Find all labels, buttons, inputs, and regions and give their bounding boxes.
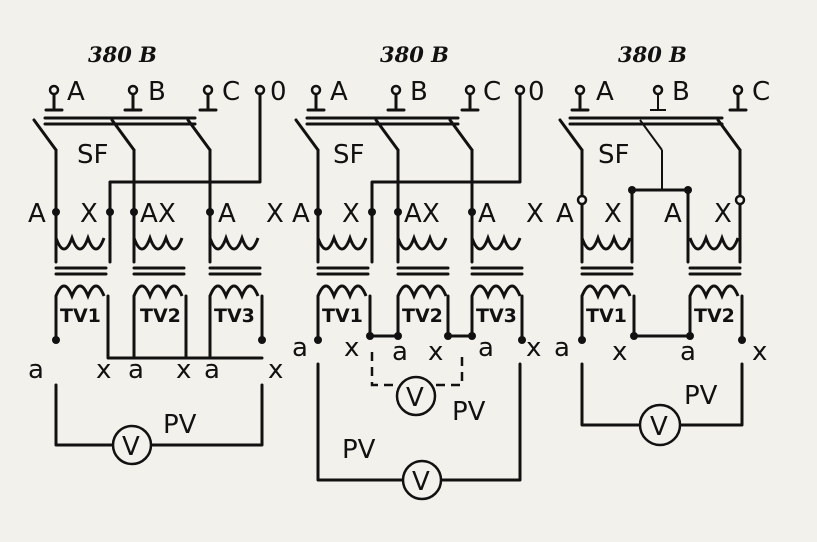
voltmeter-label: PV (684, 381, 718, 411)
voltmeter (395, 375, 437, 417)
secondary-start-label: a (292, 333, 308, 363)
circuit-1: 380 В A B C 0 SF (28, 42, 287, 466)
voltmeter (401, 459, 443, 501)
primary-end-label: X (604, 199, 622, 229)
phase-a-label: A (330, 77, 348, 107)
secondary-start-label: a (680, 337, 696, 367)
transformer-label: TV1 (60, 305, 101, 327)
voltmeter-symbol: V (122, 432, 140, 462)
circuit-breaker (32, 116, 212, 152)
secondary-start-label: a (392, 337, 408, 367)
terminal-b (123, 84, 143, 112)
secondary-end-label: x (752, 337, 767, 367)
primary-end-label: X (158, 199, 176, 229)
primary-start-label: A (218, 199, 236, 229)
transformer: TV2 (396, 233, 450, 327)
primary-start-label: A (664, 199, 682, 229)
terminal-b (650, 84, 666, 111)
terminal-a (570, 84, 590, 112)
voltmeter (638, 403, 682, 447)
circuit-2: 380 В A B C 0 SF (292, 42, 545, 501)
circuit-breaker (294, 116, 474, 152)
voltmeter-symbol: V (406, 383, 424, 413)
circuit-breaker (558, 116, 742, 152)
breaker-label: SF (77, 140, 108, 170)
secondary-end-label: x (612, 337, 627, 367)
phase-c-label: C (222, 77, 240, 107)
transformer: TV3 (470, 233, 524, 327)
transformer-label: TV1 (586, 305, 627, 327)
secondary-end-label: x (526, 333, 541, 363)
voltage-label: 380 В (88, 42, 157, 67)
transformer-label: TV2 (694, 305, 735, 327)
transformer-label: TV3 (214, 305, 255, 327)
primary-end-label: X (422, 199, 440, 229)
terminal-c (728, 84, 748, 112)
secondary-start-label: a (554, 333, 570, 363)
phase-a-label: A (67, 77, 85, 107)
primary-start-label: A (28, 199, 46, 229)
voltmeter (111, 424, 153, 466)
primary-end-label: X (526, 199, 544, 229)
primary-start-label: A (292, 199, 310, 229)
phase-b-label: B (672, 77, 690, 107)
phase-a-label: A (596, 77, 614, 107)
transformer: TV1 (580, 233, 634, 327)
voltage-label: 380 В (380, 42, 449, 67)
voltmeter-label: PV (163, 410, 197, 440)
secondary-start-label: a (478, 333, 494, 363)
primary-end-label: X (714, 199, 732, 229)
secondary-end-label: x (96, 355, 111, 385)
secondary-start-label: a (28, 355, 44, 385)
neutral-label: 0 (528, 77, 545, 107)
transformer-label: TV2 (140, 305, 181, 327)
phase-c-label: C (752, 77, 770, 107)
terminal-c (460, 84, 480, 112)
voltage-label: 380 В (618, 42, 687, 67)
primary-start-label: A (556, 199, 574, 229)
transformer: TV1 (316, 233, 370, 327)
secondary-start-label: a (128, 355, 144, 385)
transformer-label: TV2 (402, 305, 443, 327)
terminal-c (198, 84, 218, 112)
transformer: TV3 (208, 233, 262, 327)
neutral-label: 0 (270, 77, 287, 107)
voltmeter-symbol: V (412, 467, 430, 497)
primary-start-label: A (404, 199, 422, 229)
phase-c-label: C (483, 77, 501, 107)
voltmeter-label: PV (342, 435, 376, 465)
breaker-label: SF (598, 140, 629, 170)
secondary-end-label: x (176, 355, 191, 385)
voltmeter-label: PV (452, 397, 486, 427)
transformer-label: TV1 (322, 305, 363, 327)
phase-b-label: B (410, 77, 428, 107)
primary-end-label: X (342, 199, 360, 229)
terminal-a (306, 84, 326, 112)
primary-start-label: A (478, 199, 496, 229)
secondary-start-label: a (204, 355, 220, 385)
transformer: TV2 (688, 233, 742, 327)
primary-start-label: A (140, 199, 158, 229)
transformer: TV2 (132, 233, 186, 327)
primary-end-label: X (266, 199, 284, 229)
breaker-label: SF (333, 140, 364, 170)
secondary-end-label: x (428, 337, 443, 367)
transformer: TV1 (54, 233, 108, 327)
terminal-b (386, 84, 406, 112)
circuit-3: 380 В A B C SF A (554, 42, 770, 447)
phase-b-label: B (148, 77, 166, 107)
transformer-label: TV3 (476, 305, 517, 327)
secondary-end-label: x (268, 355, 283, 385)
voltmeter-symbol: V (650, 412, 668, 442)
terminal-a (44, 84, 64, 112)
primary-end-label: X (80, 199, 98, 229)
secondary-end-label: x (344, 333, 359, 363)
